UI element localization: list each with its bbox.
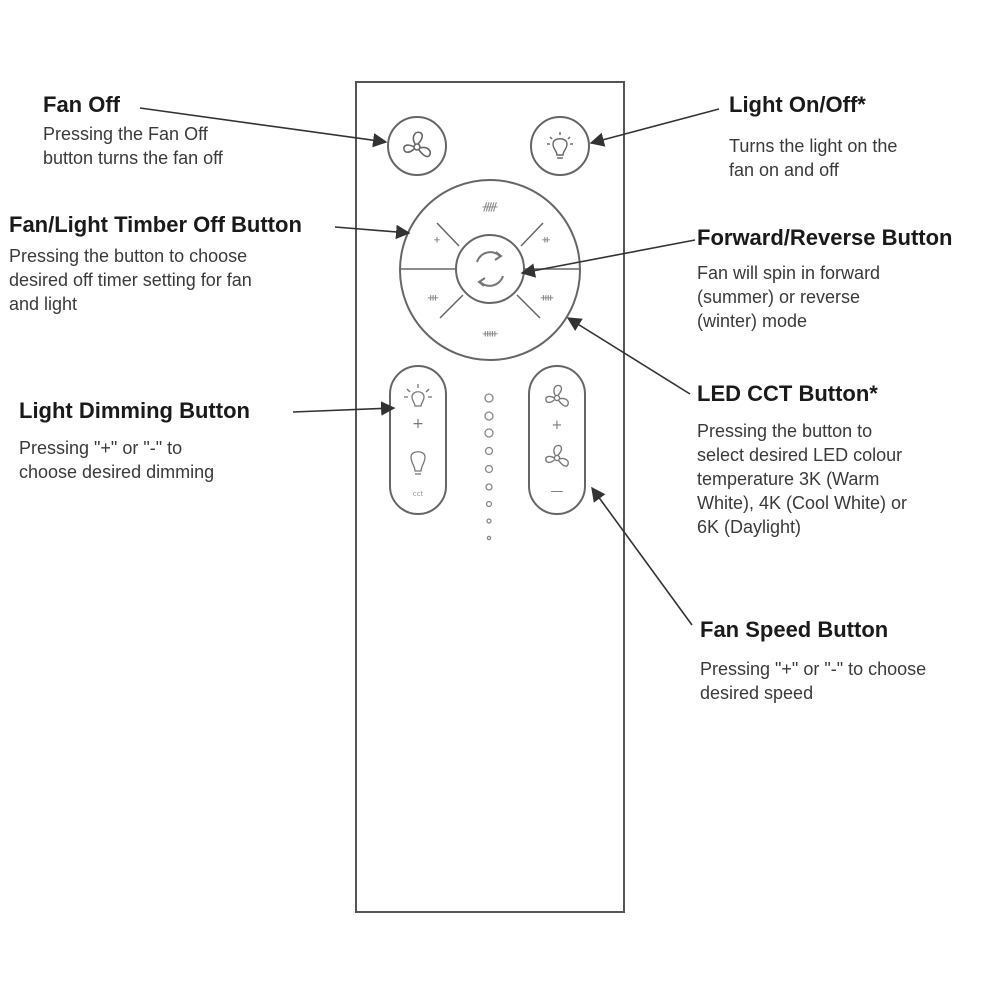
timer-segment-lower-right[interactable]: ᚓ xyxy=(540,291,554,304)
svg-text:ᚔ: ᚔ xyxy=(481,327,498,340)
annotation-fan-off: Fan Off Pressing the Fan Off button turn… xyxy=(43,92,223,170)
annotation-led-cct: LED CCT Button* Pressing the button to s… xyxy=(697,381,907,539)
dim-bulb-icon xyxy=(410,451,426,475)
svg-text:ᚒ: ᚒ xyxy=(427,291,439,304)
arrow-light-onoff xyxy=(589,108,720,147)
svg-text:ᚑ: ᚑ xyxy=(541,233,550,246)
forward-reverse-button[interactable] xyxy=(455,234,525,304)
svg-text:ᚐ: ᚐ xyxy=(433,233,440,246)
annotation-desc: Pressing the button to select desired LE… xyxy=(697,421,908,537)
annotation-desc: Pressing "+" or "-" to choose desired di… xyxy=(19,438,215,482)
speed-plus-label: + xyxy=(552,418,563,433)
annotation-title: Fan Speed Button xyxy=(700,617,889,642)
timer-segment-upper-right[interactable]: ᚑ xyxy=(541,233,550,246)
annotation-timer-off: Fan/Light Timber Off Button Pressing the… xyxy=(9,212,302,316)
light-dimming-button[interactable]: + cct xyxy=(389,365,447,515)
leader-lines xyxy=(139,107,720,626)
svg-text:ᚏ: ᚏ xyxy=(481,200,498,213)
arrow-fan-speed xyxy=(591,486,693,626)
annotation-title: LED CCT Button* xyxy=(697,381,878,406)
timer-segment-lower-left[interactable]: ᚒ xyxy=(427,291,439,304)
arrow-light-dimming xyxy=(292,401,396,416)
fan-off-button[interactable] xyxy=(387,116,447,176)
annotation-desc: Pressing "+" or "-" to choose desired sp… xyxy=(700,659,927,703)
annotation-light-dimming: Light Dimming Button Pressing "+" or "-"… xyxy=(19,398,250,484)
arrow-forward-reverse xyxy=(520,239,696,278)
timer-segment-bottom[interactable]: ᚔ xyxy=(481,327,498,340)
arrow-timer-off xyxy=(334,224,411,240)
annotation-title: Fan/Light Timber Off Button xyxy=(9,212,302,237)
annotation-desc: Pressing the button to choose desired of… xyxy=(9,246,252,314)
annotation-title: Fan Off xyxy=(43,92,120,117)
annotation-light-onoff: Light On/Off* Turns the light on the fan… xyxy=(729,92,897,182)
rotate-arrows-icon xyxy=(476,251,504,287)
bulb-icon xyxy=(547,132,573,159)
annotation-fan-speed: Fan Speed Button Pressing "+" or "-" to … xyxy=(700,617,926,705)
light-onoff-button[interactable] xyxy=(530,116,590,176)
dimmer-cct-label: cct xyxy=(413,490,424,498)
bright-bulb-icon xyxy=(404,384,432,407)
arrow-fan-off xyxy=(139,107,388,148)
speed-minus-label: — xyxy=(551,484,564,499)
fan-speed-down-icon xyxy=(545,444,569,467)
annotation-desc: Turns the light on the fan on and off xyxy=(729,136,898,180)
fan-speed-up-icon xyxy=(545,384,569,407)
timer-segment-top[interactable]: ᚏ xyxy=(481,200,498,213)
fan-speed-button[interactable]: + — xyxy=(528,365,586,515)
dimmer-plus-label: + xyxy=(412,416,424,432)
annotation-desc: Fan will spin in forward (summer) or rev… xyxy=(697,263,881,331)
svg-text:ᚓ: ᚓ xyxy=(540,291,554,304)
annotation-forward-reverse: Forward/Reverse Button Fan will spin in … xyxy=(697,225,953,333)
annotation-title: Light On/Off* xyxy=(729,92,866,117)
annotation-desc: Pressing the Fan Off button turns the fa… xyxy=(43,124,223,168)
speed-indicator-leds xyxy=(484,393,494,541)
arrow-led-cct xyxy=(566,317,691,395)
fan-icon xyxy=(403,131,432,158)
timer-segment-upper-left[interactable]: ᚐ xyxy=(433,233,440,246)
annotation-title: Light Dimming Button xyxy=(19,398,250,423)
annotation-title: Forward/Reverse Button xyxy=(697,225,953,250)
